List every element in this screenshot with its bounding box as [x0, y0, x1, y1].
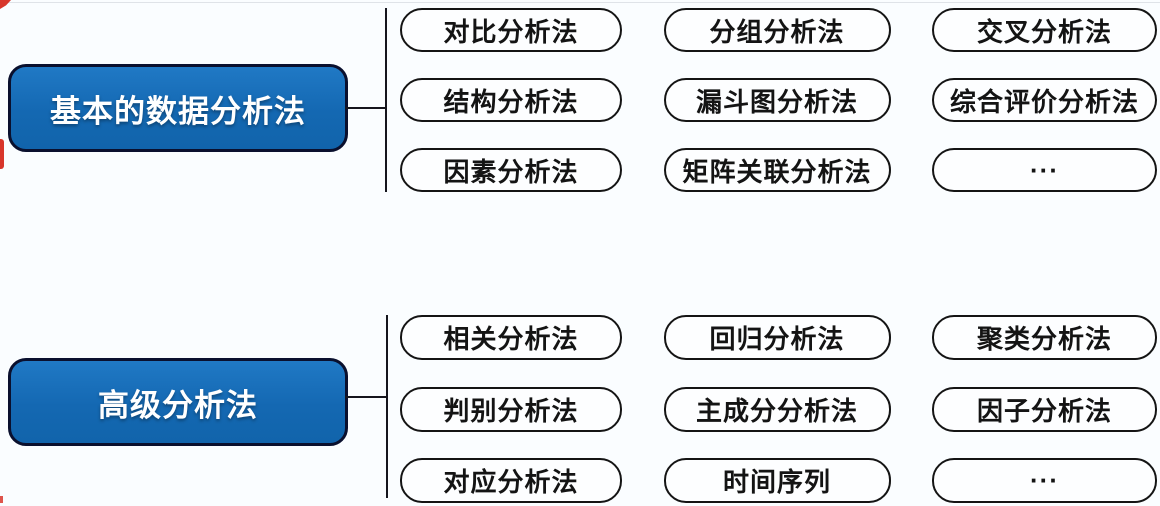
method-pill: 因素分析法	[400, 148, 622, 192]
method-grid-advanced: 相关分析法 回归分析法 聚类分析法 判别分析法 主成分分析法 因子分析法 对应分…	[400, 315, 1157, 503]
connector-line-advanced	[345, 396, 387, 398]
ellipsis-pill: ···	[932, 148, 1157, 192]
method-pill: 聚类分析法	[932, 315, 1157, 360]
method-pill: 结构分析法	[400, 78, 622, 122]
method-pill: 漏斗图分析法	[663, 78, 891, 122]
method-pill: 综合评价分析法	[932, 78, 1157, 122]
method-pill: 回归分析法	[663, 315, 891, 360]
group-label-basic-text: 基本的数据分析法	[50, 93, 306, 129]
method-pill: 因子分析法	[932, 386, 1157, 432]
bracket-line-basic	[385, 8, 387, 192]
method-pill: 时间序列	[663, 458, 891, 503]
method-pill: 对比分析法	[400, 8, 622, 52]
top-edge-line	[0, 2, 1160, 3]
group-label-advanced-text: 高级分析法	[98, 387, 258, 423]
method-grid-basic: 对比分析法 分组分析法 交叉分析法 结构分析法 漏斗图分析法 综合评价分析法 因…	[400, 8, 1157, 192]
bracket-line-advanced	[386, 315, 388, 498]
method-pill: 分组分析法	[663, 8, 891, 52]
method-pill: 判别分析法	[400, 386, 622, 432]
method-pill: 交叉分析法	[932, 8, 1157, 52]
method-pill: 对应分析法	[400, 458, 622, 503]
method-pill: 矩阵关联分析法	[663, 148, 891, 192]
method-pill: 相关分析法	[400, 315, 622, 360]
method-pill: 主成分分析法	[663, 386, 891, 432]
connector-line-basic	[345, 107, 387, 109]
ellipsis-pill: ···	[932, 458, 1157, 503]
red-corner-artifact	[0, 0, 11, 9]
red-edge-artifact	[0, 139, 4, 169]
group-label-basic: 基本的数据分析法	[8, 64, 348, 152]
red-bottom-artifact	[0, 496, 3, 503]
group-label-advanced: 高级分析法	[8, 358, 348, 446]
